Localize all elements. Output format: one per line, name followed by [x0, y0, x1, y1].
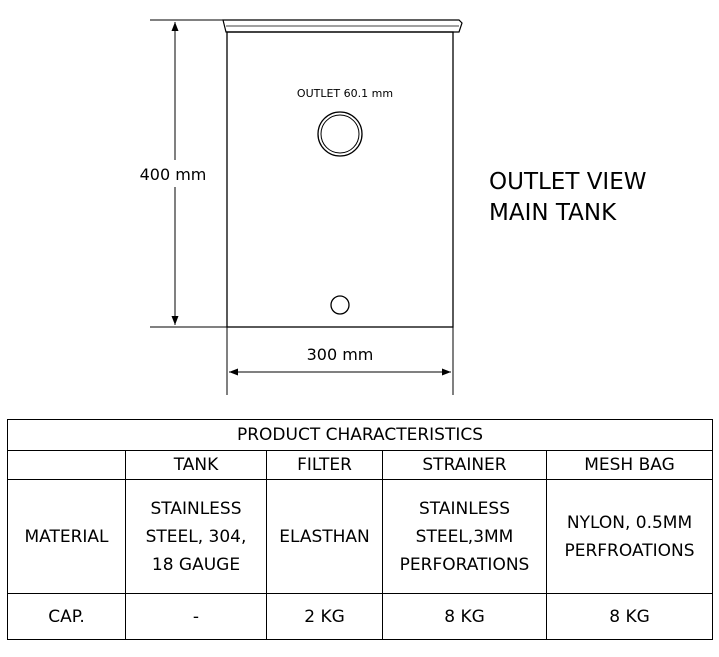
height-dimension — [150, 19, 227, 328]
header-mesh-bag: MESH BAG — [545, 450, 714, 480]
cap-tank: - — [125, 593, 267, 640]
material-filter: ELASTHAN — [266, 479, 383, 594]
product-characteristics-table: PRODUCT CHARACTERISTICS TANK FILTER STRA… — [6, 419, 714, 640]
material-label: MATERIAL — [7, 479, 126, 594]
cap-label: CAP. — [7, 593, 126, 640]
header-tank: TANK — [125, 450, 267, 480]
cap-mesh-bag: 8 KG — [545, 593, 714, 640]
width-label: 300 mm — [307, 345, 374, 364]
width-dimension — [226, 327, 454, 395]
table-title: PRODUCT CHARACTERISTICS — [6, 419, 714, 451]
outlet-label: OUTLET 60.1 mm — [297, 87, 393, 100]
view-title-line-2: MAIN TANK — [489, 200, 617, 226]
tank-body — [226, 31, 454, 328]
tank-outlet-view-drawing: OUTLET 60.1 mm 400 mm 300 mm OUTLET VIEW… — [140, 19, 647, 395]
tank-rim — [222, 19, 463, 33]
header-blank — [7, 450, 126, 480]
outlet-circle — [317, 111, 363, 157]
cap-filter: 2 KG — [266, 593, 383, 640]
material-tank: STAINLESS STEEL, 304, 18 GAUGE — [125, 479, 267, 594]
material-strainer: STAINLESS STEEL,3MM PERFORATIONS — [382, 479, 547, 594]
header-strainer: STRAINER — [382, 450, 547, 480]
cap-strainer: 8 KG — [382, 593, 547, 640]
drain-hole — [330, 295, 350, 315]
material-mesh-bag: NYLON, 0.5MM PERFROATIONS — [545, 479, 714, 594]
height-label: 400 mm — [140, 165, 207, 184]
view-title-line-1: OUTLET VIEW — [489, 169, 647, 195]
header-filter: FILTER — [266, 450, 383, 480]
